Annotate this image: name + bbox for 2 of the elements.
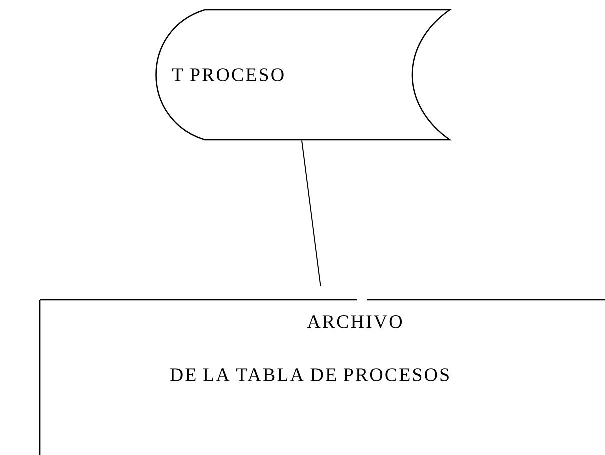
connector-line: [302, 140, 322, 287]
stored-data-shape: T PROCESO: [156, 9, 451, 141]
